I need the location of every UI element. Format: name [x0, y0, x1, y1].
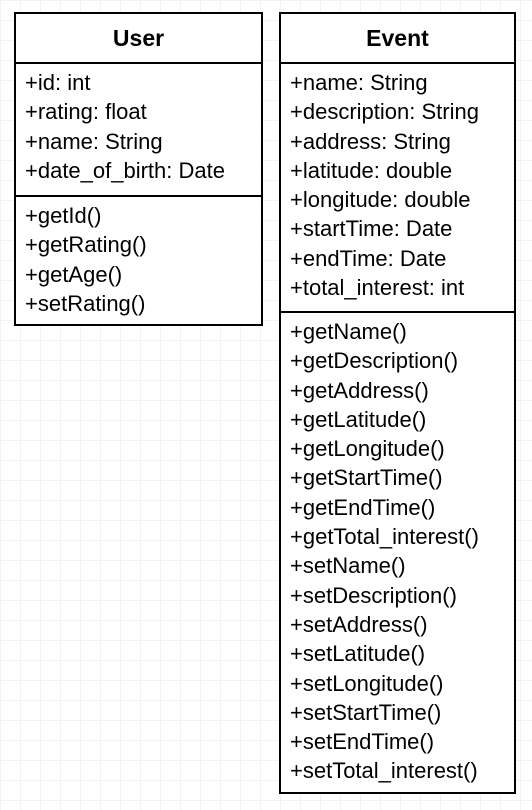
method: +getName()	[290, 319, 407, 344]
section-divider	[16, 195, 261, 197]
attribute: +longitude: double	[290, 187, 471, 213]
attribute: +total_interest: int	[290, 275, 465, 301]
attribute: +rating: float	[25, 99, 147, 125]
method: +setRating()	[25, 290, 146, 316]
method: +setAddress()	[290, 611, 428, 637]
method: +getDescription()	[290, 348, 459, 374]
method: +getId()	[25, 203, 102, 228]
attribute: +date_of_birth: Date	[25, 157, 225, 183]
class-name: Event	[281, 14, 514, 64]
attribute: +latitude: double	[290, 157, 453, 183]
attribute: +name: String	[25, 128, 163, 154]
method: +getAge()	[25, 261, 123, 287]
method: +getTotal_interest()	[290, 524, 479, 550]
method-list: +getId() +getRating() +getAge() +setRati…	[16, 197, 261, 318]
method: +setLongitude()	[290, 670, 444, 696]
uml-class-event[interactable]: Event +name: String +description: String…	[279, 12, 516, 794]
attribute: +address: String	[290, 128, 451, 154]
method: +getAddress()	[290, 377, 429, 403]
method: +getLongitude()	[290, 436, 445, 462]
attribute: +description: String	[290, 99, 479, 125]
attribute: +startTime: Date	[290, 216, 453, 242]
method: +setLatitude()	[290, 641, 426, 667]
method: +setStartTime()	[290, 699, 442, 725]
method: +getRating()	[25, 232, 147, 258]
method: +setEndTime()	[290, 729, 435, 755]
attribute: +name: String	[290, 70, 428, 95]
method: +setTotal_interest()	[290, 758, 478, 784]
class-name: User	[16, 14, 261, 64]
method: +getLatitude()	[290, 406, 427, 432]
attribute: +id: int	[25, 70, 91, 95]
method-list: +getName() +getDescription() +getAddress…	[281, 313, 514, 786]
method: +setName()	[290, 553, 406, 579]
method: +getStartTime()	[290, 465, 443, 491]
section-divider	[281, 311, 514, 313]
attribute-list: +id: int +rating: float +name: String +d…	[16, 64, 261, 199]
uml-class-user[interactable]: User +id: int +rating: float +name: Stri…	[14, 12, 263, 326]
method: +getEndTime()	[290, 494, 436, 520]
method: +setDescription()	[290, 582, 457, 608]
attribute: +endTime: Date	[290, 245, 447, 271]
attribute-list: +name: String +description: String +addr…	[281, 64, 514, 315]
